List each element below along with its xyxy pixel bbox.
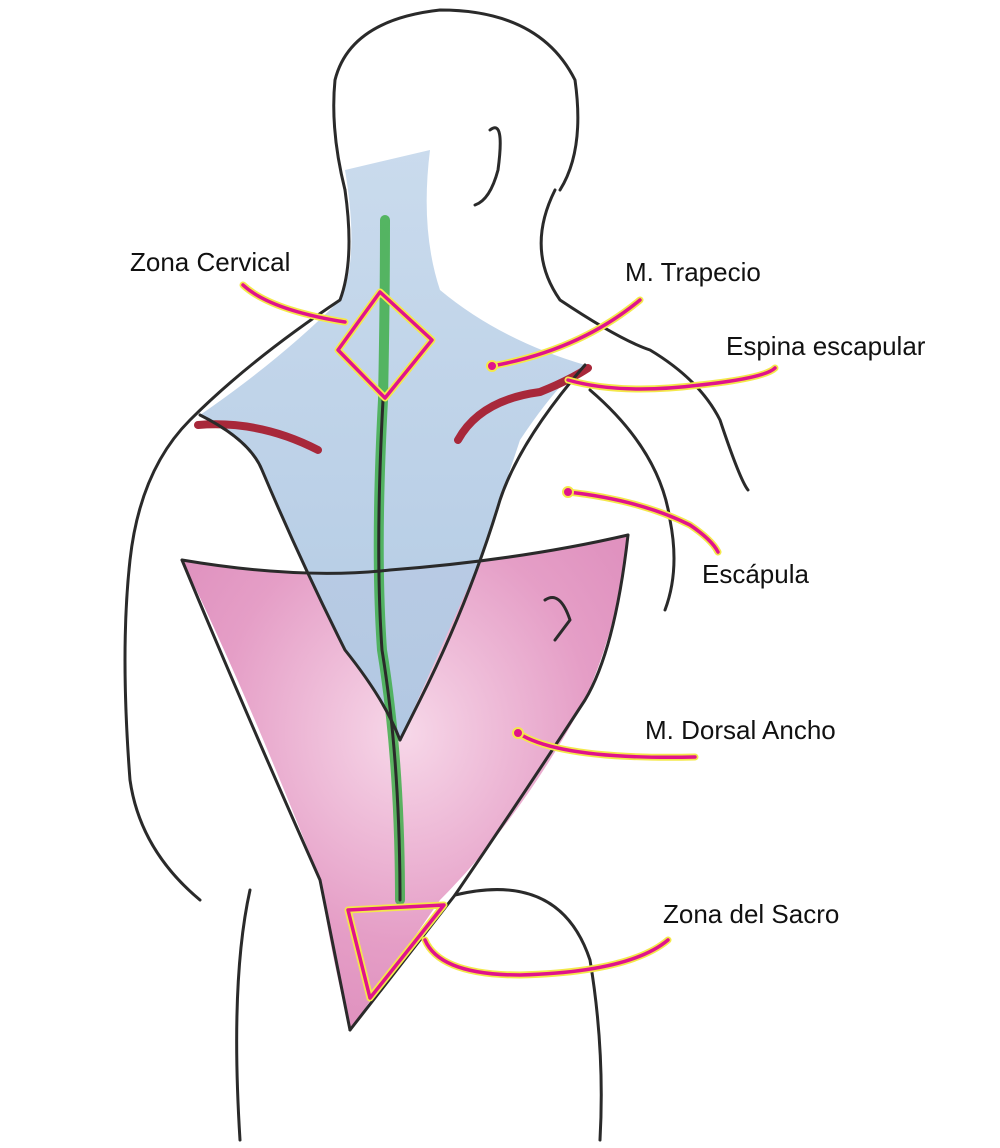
leader-dorsal (512, 727, 699, 761)
leader-cervical (239, 281, 436, 402)
label-espina-escapular: Espina escapular (726, 331, 926, 361)
label-trapecio: M. Trapecio (625, 257, 761, 287)
body-outline (123, 8, 750, 1142)
label-dorsal-ancho: M. Dorsal Ancho (645, 715, 836, 745)
left-scapular-spine (194, 420, 322, 454)
label-zona-cervical: Zona Cervical (130, 247, 290, 277)
trapezius-muscle (200, 150, 585, 740)
label-zona-sacro: Zona del Sacro (663, 899, 839, 929)
leader-espina (564, 364, 779, 393)
leader-sacro (344, 901, 672, 1002)
latissimus-dorsi-muscle (182, 535, 628, 1030)
leader-escapula (562, 486, 722, 556)
label-escapula: Escápula (702, 559, 809, 589)
leader-trapecio (486, 296, 644, 372)
